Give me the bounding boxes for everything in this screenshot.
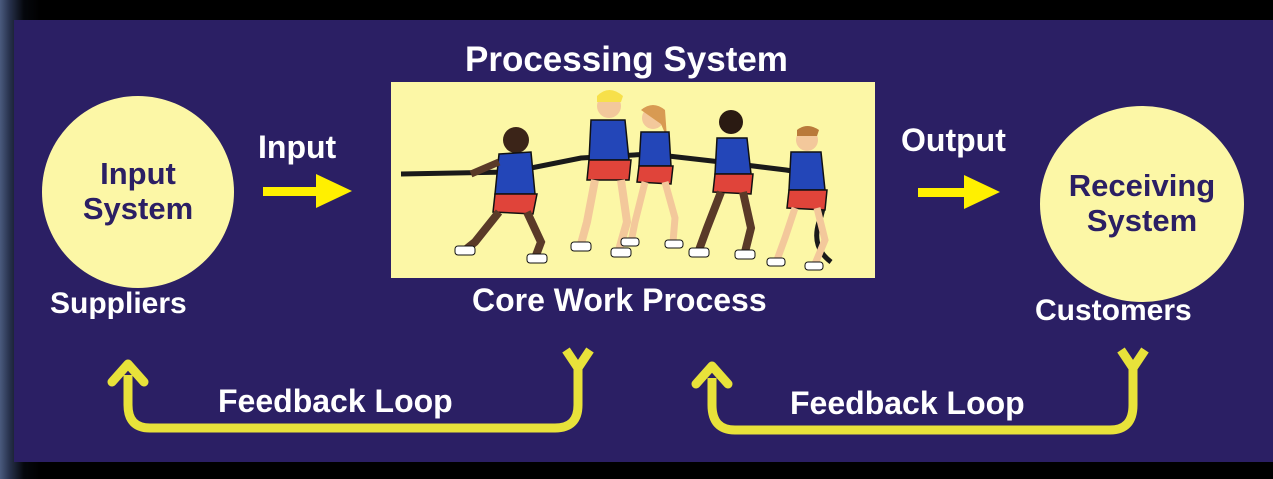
feedback-loop-label-right: Feedback Loop (790, 385, 1025, 421)
input-arrow (263, 174, 352, 208)
input-system-label-line1: Input (100, 156, 176, 192)
output-flow-label: Output (901, 122, 1006, 158)
input-flow-label: Input (258, 129, 337, 165)
core-work-process-caption: Core Work Process (472, 282, 767, 318)
puller-figure-2 (570, 90, 632, 258)
feedback-loop-label-left: Feedback Loop (218, 383, 453, 419)
customers-caption: Customers (1035, 294, 1192, 327)
feedback-loop-right (691, 347, 1149, 435)
feedback-loop-left (107, 347, 594, 433)
puller-figure-5 (766, 126, 829, 271)
input-system-label-line2: System (82, 191, 194, 226)
output-arrow (918, 175, 1000, 209)
puller-figure-4 (688, 110, 756, 260)
processing-system-box (391, 82, 875, 278)
suppliers-caption: Suppliers (50, 287, 187, 320)
input-system-circle: Input System (42, 96, 234, 288)
puller-figure-3 (620, 105, 684, 249)
receiving-system-label-line2: System (1086, 203, 1198, 238)
receiving-system-circle: Receiving System (1040, 106, 1244, 302)
tug-of-war-team-illustration (400, 90, 833, 271)
puller-figure-1 (454, 127, 548, 264)
receiving-system-label-line1: Receiving (1068, 168, 1216, 204)
processing-system-title: Processing System (465, 40, 788, 79)
